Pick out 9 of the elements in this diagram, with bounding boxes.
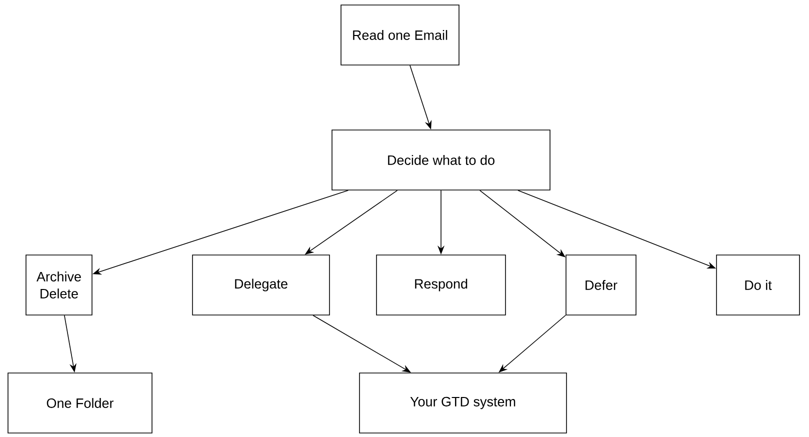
process-box: Your GTD system <box>359 372 567 434</box>
process-box: One Folder <box>8 372 152 434</box>
process-box: Delegate <box>192 254 330 316</box>
process-box: Do it <box>716 254 800 316</box>
process-box: Decide what to do <box>332 130 550 190</box>
process-box: Read one Email <box>340 4 460 66</box>
process-box: Respond <box>376 254 506 316</box>
process-box: Defer <box>566 254 636 316</box>
process-box: Archive Delete <box>26 254 92 316</box>
